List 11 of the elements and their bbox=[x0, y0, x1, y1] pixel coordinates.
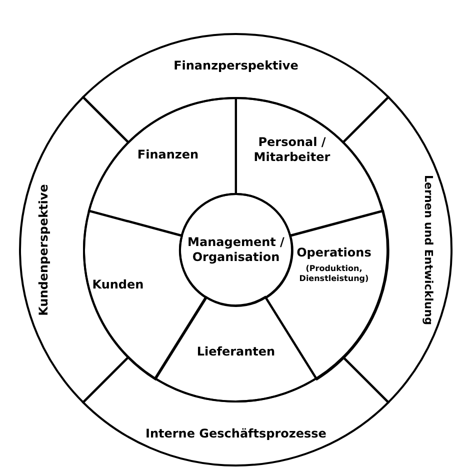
segment-note: (Produktion, Dienstleistung) bbox=[298, 264, 370, 284]
segment-label: Lernen und Entwicklung bbox=[421, 175, 435, 325]
center-label: Management / Organisation bbox=[186, 235, 286, 265]
segment-label: Finanzperspektive bbox=[172, 58, 300, 74]
segment-label: Lieferanten bbox=[196, 344, 276, 360]
segment-label: Finanzen bbox=[136, 148, 200, 162]
segment-label: Kunden bbox=[91, 277, 145, 292]
segment-label: Personal / Mitarbeiter bbox=[252, 135, 332, 165]
segment-label: Operations bbox=[296, 245, 372, 260]
segment-label: Kundenperspektive bbox=[36, 184, 52, 316]
segment-label: Interne Geschäftsprozesse bbox=[144, 426, 328, 442]
